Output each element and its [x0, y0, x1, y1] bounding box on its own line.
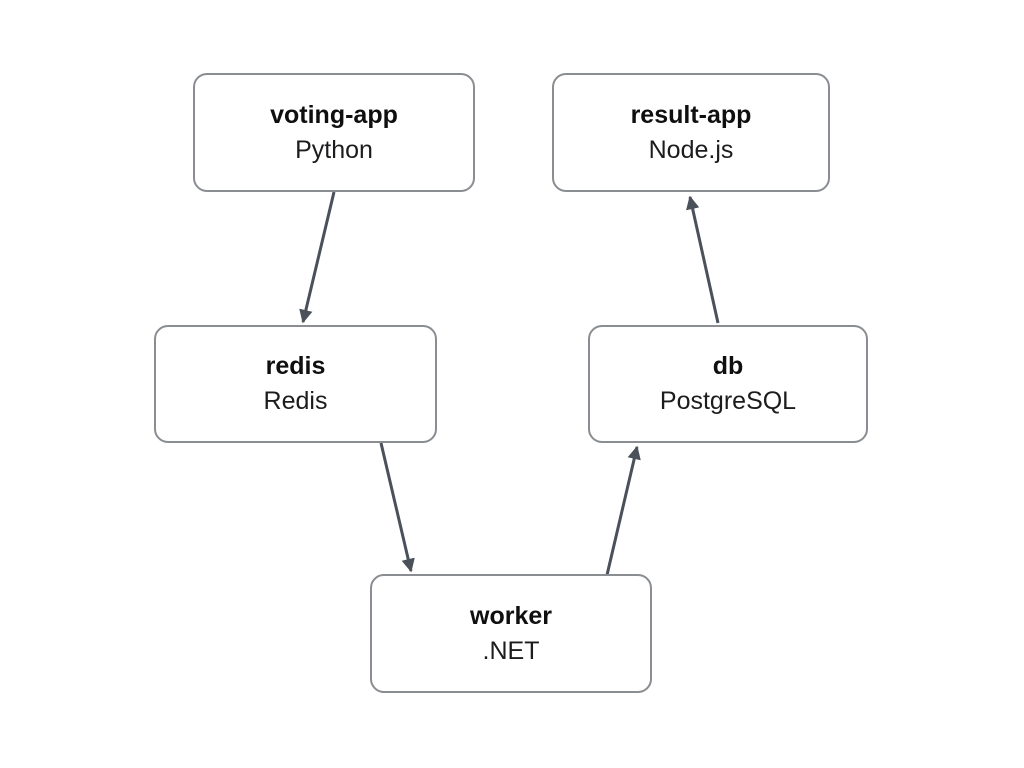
- node-worker: worker .NET: [370, 574, 652, 693]
- node-result-app: result-app Node.js: [552, 73, 830, 192]
- node-title: db: [712, 352, 744, 380]
- node-subtitle: .NET: [482, 636, 540, 665]
- node-subtitle: Python: [295, 135, 373, 164]
- node-title: worker: [470, 601, 552, 630]
- node-subtitle: Redis: [263, 387, 328, 415]
- node-db: db PostgreSQL: [588, 325, 868, 443]
- edge-worker-to-db: [605, 445, 641, 576]
- node-voting-app: voting-app Python: [193, 73, 475, 192]
- node-subtitle: PostgreSQL: [659, 387, 797, 415]
- node-title: voting-app: [270, 100, 398, 129]
- edge-redis-to-worker: [379, 442, 415, 573]
- node-redis: redis Redis: [154, 325, 437, 443]
- edge-voting-app-to-redis: [299, 191, 336, 324]
- edge-db-to-result-app: [686, 195, 720, 324]
- node-title: result-app: [630, 100, 752, 129]
- node-title: redis: [265, 352, 326, 380]
- node-subtitle: Node.js: [648, 135, 734, 164]
